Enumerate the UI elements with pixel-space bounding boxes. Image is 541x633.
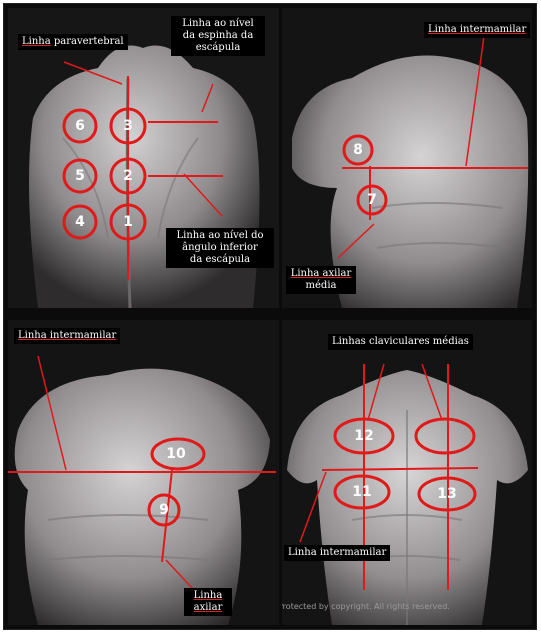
label-line: escápula <box>175 42 261 54</box>
figure-frame: 6 3 5 2 4 1 Linha paravertebral Linha ao… <box>3 3 537 630</box>
label-scapular-spine-line: Linha ao nível da espinha da escápula <box>171 16 265 56</box>
label-mid-axillary-line: Linha axilar média <box>286 266 356 294</box>
point-number: 12 <box>353 428 375 444</box>
point-number: 8 <box>347 142 369 158</box>
label-line: média <box>290 280 352 292</box>
label-line: da escápula <box>170 254 270 266</box>
label-line: Linha axilar <box>290 268 352 280</box>
point-number: 9 <box>153 502 175 518</box>
label-text: Linha intermamilar <box>428 24 526 35</box>
label-text: Linhas claviculares médias <box>332 336 469 347</box>
label-text: Linha intermamilar <box>288 547 386 558</box>
point-number: 5 <box>69 168 91 184</box>
label-intermammary-line: Linha intermamilar <box>424 22 530 38</box>
point-number: 11 <box>351 484 373 500</box>
point-number: 4 <box>69 214 91 230</box>
point-number: 13 <box>436 486 458 502</box>
side-torso-illustration <box>282 8 532 308</box>
label-line: axilar <box>188 602 228 614</box>
panel-left-side-view: 10 9 Linha intermamilar Linha axilar <box>8 320 279 625</box>
label-text: paravertebral <box>51 36 124 47</box>
label-line: ângulo inferior <box>170 242 270 254</box>
point-number: 10 <box>165 446 187 462</box>
label-underlined-word: Linha <box>22 36 51 47</box>
label-axillary-line: Linha axilar <box>184 588 232 616</box>
panel-right-side-view: 8 7 Linha intermamilar Linha axilar médi… <box>282 8 532 308</box>
label-scapular-angle-line: Linha ao nível do ângulo inferior da esc… <box>166 228 274 268</box>
panel-front-view: 12 11 13 Linhas claviculares médias Linh… <box>282 320 532 625</box>
label-line: Linha <box>188 590 228 602</box>
point-number: 6 <box>69 118 91 134</box>
side-torso-illustration <box>8 320 279 625</box>
label-line: da espinha da <box>175 30 261 42</box>
label-midclavicular-lines: Linhas claviculares médias <box>328 334 473 350</box>
panel-back-view: 6 3 5 2 4 1 Linha paravertebral Linha ao… <box>8 8 279 308</box>
copyright-watermark: Protected by copyright. All rights reser… <box>282 602 450 611</box>
label-intermammary-line: Linha intermamilar <box>284 545 390 561</box>
label-intermammary-line: Linha intermamilar <box>14 328 120 344</box>
label-line: Linha ao nível do <box>170 230 270 242</box>
point-number: 3 <box>117 118 139 134</box>
point-number: 1 <box>117 214 139 230</box>
front-torso-illustration <box>282 320 532 625</box>
label-text: Linha intermamilar <box>18 330 116 341</box>
point-number: 2 <box>117 168 139 184</box>
label-line: Linha ao nível <box>175 18 261 30</box>
point-number: 7 <box>361 192 383 208</box>
label-paravertebral-line: Linha paravertebral <box>18 34 128 50</box>
